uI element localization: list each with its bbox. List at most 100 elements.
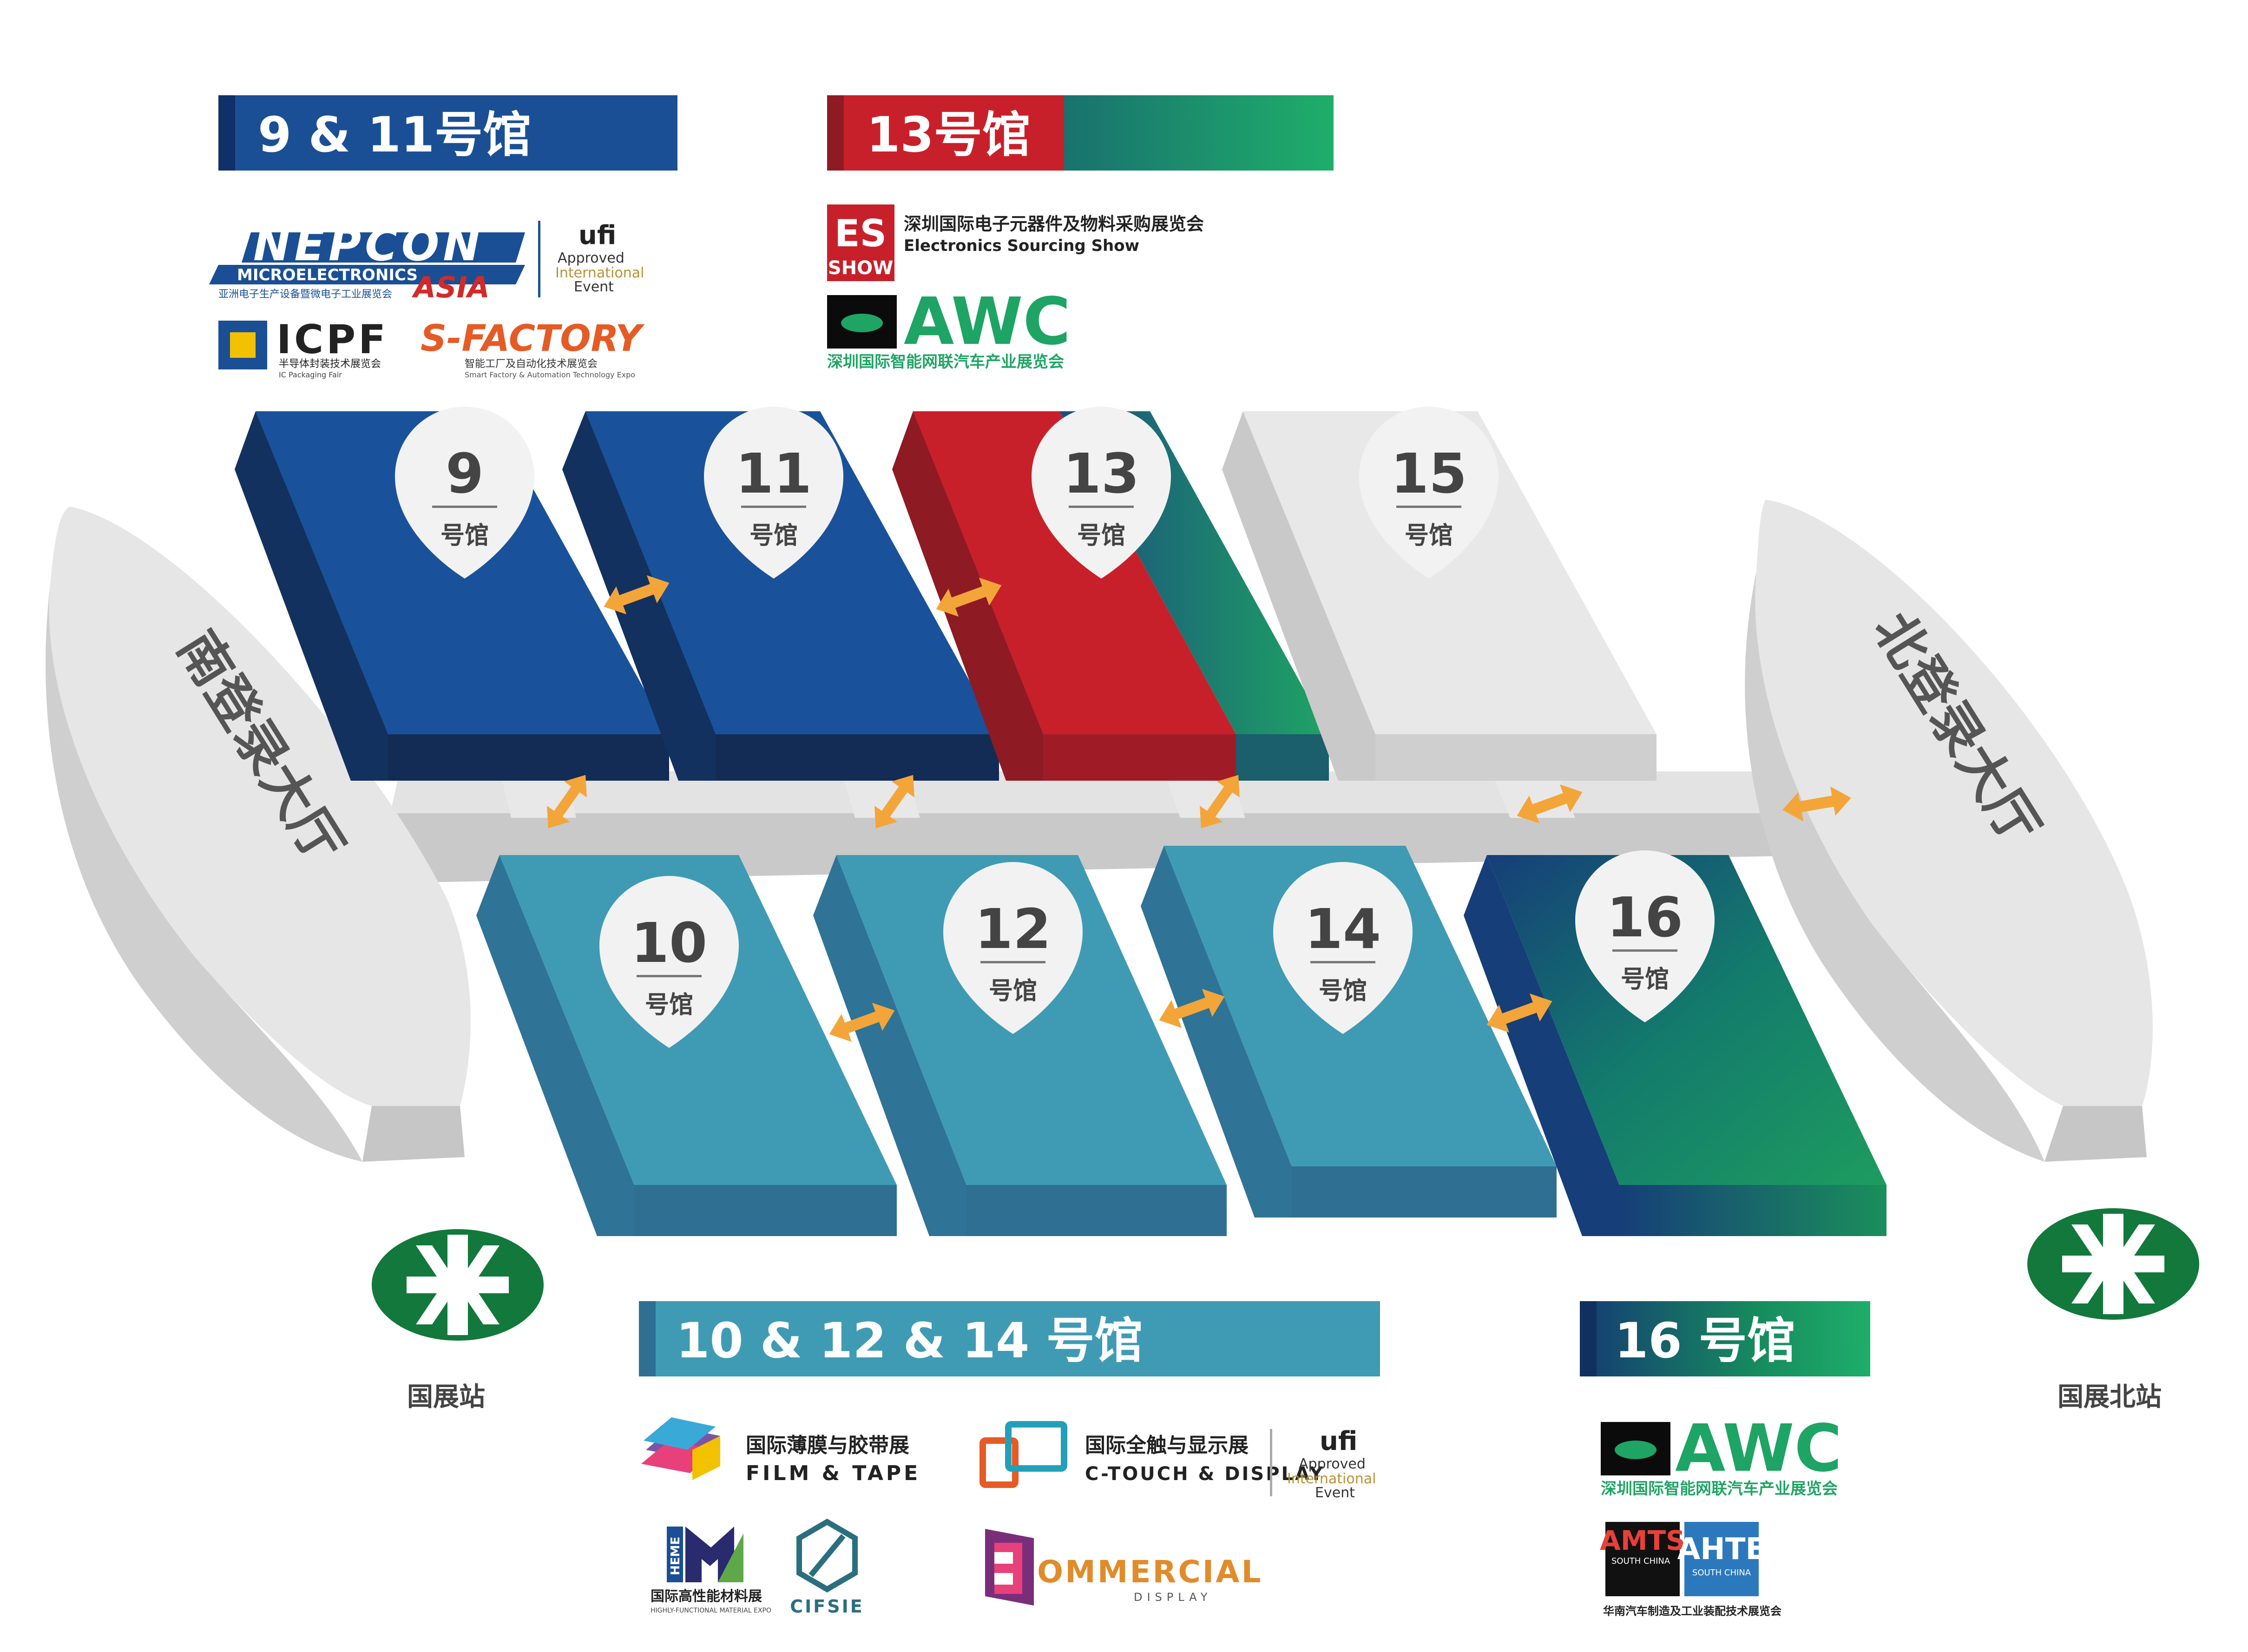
- hall-marker-16: 16 号馆: [1575, 850, 1715, 1022]
- sfactory-logo: S-FACTORY 智能工厂及自动化技术展览会 Smart Factory & …: [421, 318, 645, 379]
- nepcon-name: NEPCON: [253, 219, 484, 271]
- heme-cn: 国际高性能材料展: [651, 1588, 762, 1605]
- header-16: 16 号馆: [1580, 1301, 1870, 1376]
- hall-label: 号馆: [749, 522, 798, 550]
- arrow-9-11: [604, 575, 670, 615]
- arrow-corr-2: [874, 775, 914, 829]
- ctouch-cn: 国际全触与显示展: [1085, 1434, 1249, 1457]
- hall-marker-11: 11 号馆: [704, 407, 843, 579]
- ctouch-en: C-TOUCH & DISPLAY: [1085, 1463, 1325, 1485]
- header-13-text: 13号馆: [867, 106, 1031, 163]
- hall-label: 号馆: [1621, 966, 1669, 994]
- header-9-11: 9 & 11号馆: [218, 95, 677, 171]
- ufi2-l1: Approved: [1299, 1456, 1366, 1472]
- hall-number: 13: [1063, 441, 1139, 506]
- sfactory-name: S-FACTORY: [421, 318, 645, 360]
- hall-number: 9: [446, 441, 484, 506]
- film-en: FILM & TAPE: [746, 1461, 920, 1485]
- icpf-name: ICPF: [276, 316, 388, 363]
- hall-label: 号馆: [440, 522, 489, 550]
- heme-en: HIGHLY-FUNCTIONAL MATERIAL EXPO: [651, 1607, 771, 1614]
- ufi2-top: ufi: [1320, 1426, 1357, 1456]
- heme-side: HEME: [669, 1537, 683, 1575]
- awc-top-cn: 深圳国际智能网联汽车产业展览会: [827, 353, 1064, 371]
- header-10-12-14: 10 & 12 & 14 号馆: [639, 1301, 1380, 1376]
- es-show-logo: ES SHOW 深圳国际电子元器件及物料采购展览会 Electronics So…: [827, 204, 1204, 281]
- awc-top-name: AWC: [904, 284, 1071, 360]
- awc-logo-top: AWC 深圳国际智能网联汽车产业展览会: [827, 284, 1071, 371]
- awc-bottom-cn: 深圳国际智能网联汽车产业展览会: [1601, 1480, 1838, 1498]
- hall-marker-9: 9 号馆: [395, 407, 534, 579]
- ufi-l3: Event: [574, 279, 614, 295]
- ahte-sub: SOUTH CHINA: [1692, 1568, 1751, 1578]
- station-left: 国展站: [407, 1382, 485, 1412]
- nepcon-asia: ASIA: [411, 270, 490, 304]
- nepcon-sub: 亚洲电子生产设备暨微电子工业展览会: [218, 289, 392, 300]
- hall-number: 14: [1305, 897, 1381, 961]
- film-tape-logo: 国际薄膜与胶带展 FILM & TAPE: [641, 1417, 920, 1485]
- es-cn: 深圳国际电子元器件及物料采购展览会: [904, 214, 1204, 234]
- arrow-12-14: [1159, 988, 1225, 1028]
- hall-number: 12: [975, 897, 1051, 961]
- awc-bottom-name: AWC: [1675, 1411, 1842, 1487]
- es-en: Electronics Sourcing Show: [904, 237, 1139, 255]
- hall-marker-10: 10 号馆: [599, 876, 739, 1048]
- arrow-10-12: [829, 1002, 895, 1042]
- hall-label: 号馆: [645, 991, 693, 1019]
- arrow-corr-4: [1517, 784, 1583, 824]
- ufi-badge-bottom: ufi Approved International Event: [1287, 1426, 1376, 1501]
- hall-label: 号馆: [1319, 977, 1367, 1005]
- icpf-cn: 半导体封装技术展览会: [279, 358, 381, 370]
- commercial-sub: DISPLAY: [1134, 1591, 1212, 1604]
- nepcon-logo: NEPCON MICROELECTRONICS ASIA 亚洲电子生产设备暨微电…: [209, 219, 525, 304]
- arrow-corr-3: [1200, 775, 1240, 829]
- amts-logo: AMTS SOUTH CHINA AHTE SOUTH CHINA 华南汽车制造…: [1600, 1522, 1781, 1618]
- header-16-text: 16 号馆: [1615, 1312, 1795, 1369]
- cifsie-logo: CIFSIE: [790, 1519, 864, 1617]
- hall-marker-13: 13 号馆: [1032, 407, 1171, 579]
- hall-number: 16: [1607, 885, 1683, 949]
- arrow-corr-5: [1782, 786, 1851, 822]
- hall-label: 号馆: [1077, 522, 1125, 550]
- arrow-11-13: [936, 577, 1002, 617]
- south-lobby[interactable]: [46, 507, 471, 1162]
- amts-name: AMTS: [1600, 1525, 1685, 1556]
- hall-marker-14: 14 号馆: [1273, 862, 1413, 1034]
- commercial-display-logo: OMMERCIAL DISPLAY: [985, 1529, 1263, 1606]
- sfactory-cn: 智能工厂及自动化技术展览会: [465, 358, 598, 370]
- ufi-l2: International: [555, 265, 644, 281]
- hall-number: 15: [1391, 441, 1467, 506]
- north-lobby[interactable]: [1745, 500, 2153, 1162]
- hall-number: 11: [736, 441, 812, 506]
- arrow-14-16: [1486, 993, 1552, 1033]
- icpf-en: IC Packaging Fair: [279, 370, 342, 379]
- commercial-name: OMMERCIAL: [1037, 1554, 1263, 1590]
- hall-marker-12: 12 号馆: [943, 862, 1083, 1034]
- ufi-l1: Approved: [558, 250, 624, 266]
- nepcon-micro: MICROELECTRONICS: [237, 266, 418, 284]
- amts-cn: 华南汽车制造及工业装配技术展览会: [1603, 1605, 1781, 1618]
- cifsie-name: CIFSIE: [790, 1596, 864, 1617]
- mtr-logo-right: [2027, 1208, 2199, 1320]
- heme-logo: HEME 国际高性能材料展 HIGHLY-FUNCTIONAL MATERIAL…: [651, 1527, 771, 1614]
- hall-marker-15: 15 号馆: [1359, 407, 1499, 579]
- icpf-logo: ICPF 半导体封装技术展览会 IC Packaging Fair: [218, 316, 388, 379]
- sfactory-en: Smart Factory & Automation Technology Ex…: [465, 370, 635, 379]
- hall-label: 号馆: [1405, 522, 1453, 550]
- es-top: ES: [835, 212, 887, 255]
- header-13: 13号馆: [827, 95, 1334, 171]
- film-cn: 国际薄膜与胶带展: [746, 1434, 909, 1457]
- hall-15[interactable]: [1222, 411, 1656, 781]
- ufi2-l2: International: [1287, 1471, 1376, 1487]
- header-10-12-14-text: 10 & 12 & 14 号馆: [676, 1312, 1143, 1369]
- ufi-badge-top: ufi Approved International Event: [538, 220, 644, 297]
- amts-sub: SOUTH CHINA: [1611, 1556, 1670, 1566]
- hall-number: 10: [631, 911, 707, 975]
- header-9-11-text: 9 & 11号馆: [258, 106, 531, 163]
- mtr-logo-left: [372, 1229, 544, 1341]
- hall-label: 号馆: [989, 977, 1037, 1005]
- es-bottom: SHOW: [828, 257, 893, 279]
- ahte-name: AHTE: [1677, 1532, 1766, 1566]
- ufi2-l3: Event: [1315, 1485, 1355, 1501]
